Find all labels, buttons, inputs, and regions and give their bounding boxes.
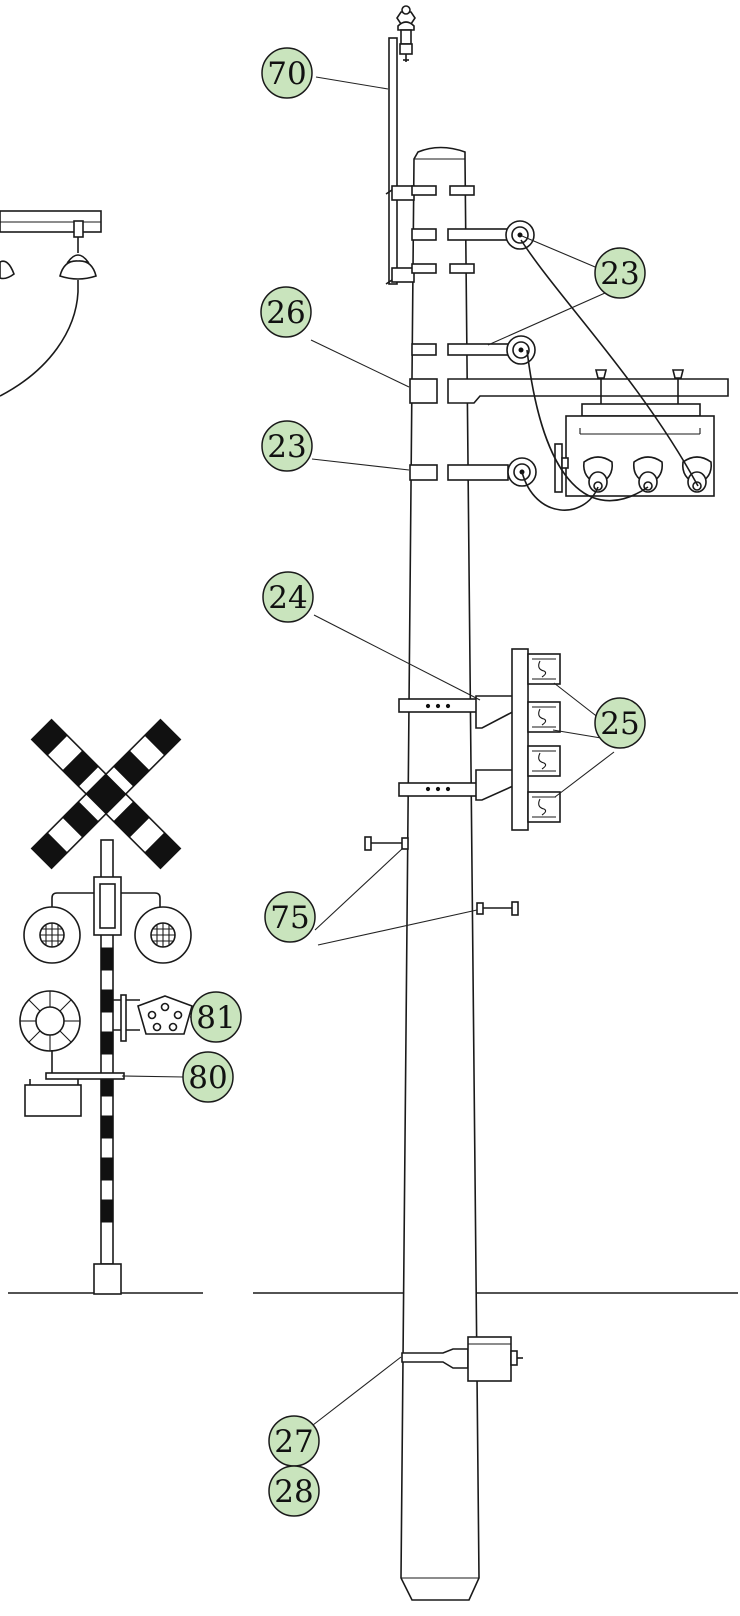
flashing-light-left [23,906,81,964]
callout-circle [261,420,313,472]
insulator-icon [582,456,614,493]
callout-label: 81 [196,1000,235,1036]
callout-label: 28 [274,1474,313,1510]
callout-label: 23 [600,256,639,292]
callout-label: 25 [600,706,639,742]
insulator-bracket-1 [447,220,535,250]
top-insulator [396,5,416,62]
callout-c26: 26 [260,286,312,338]
callout-label: 80 [188,1060,227,1096]
pole-clamps-top [411,185,475,274]
callout-circle [261,47,313,99]
crossarm [409,378,729,404]
callout-label: 26 [266,295,305,331]
callout-c25: 25 [594,697,646,749]
flashing-light-right [134,906,192,964]
callout-c80: 80 [182,1051,234,1103]
ground-equipment [401,1336,523,1382]
insulator-icon [59,254,97,292]
callout-c23a: 23 [594,247,646,299]
callout-label: 23 [267,429,306,465]
callout-label: 70 [267,56,306,92]
callout-circle [260,286,312,338]
callout-circle [182,1051,234,1103]
callout-circle [190,991,242,1043]
crossbuck-sign [30,718,182,870]
step-bolts [364,836,519,916]
transformer-box [554,369,715,497]
callout-c70: 70 [261,47,313,99]
callout-group: 70 23 26 23 24 25 75 81 80 27 28 [182,47,646,1517]
callout-c23b: 23 [261,420,313,472]
callout-label: 75 [270,900,309,936]
callout-circle [594,697,646,749]
callout-c28: 28 [268,1465,320,1517]
terminal-rack [398,648,561,831]
callout-c75: 75 [264,891,316,943]
grounding-bar [385,37,415,285]
alarm-bell [19,990,125,1117]
feed-cables [520,239,699,511]
insulator-icon [0,260,15,280]
callout-c27: 27 [268,1415,320,1467]
insulator-icon [632,456,664,493]
callout-circle [264,891,316,943]
callout-c24: 24 [262,571,314,623]
callout-c81: 81 [190,991,242,1043]
railway-crossing-signal [19,718,193,1295]
utility-pole [400,146,480,1601]
direction-indicator [113,994,193,1042]
catenary-bracket [0,210,102,397]
callout-circle [594,247,646,299]
callout-label: 24 [268,580,307,616]
callout-circle [262,571,314,623]
callout-label: 27 [274,1424,313,1460]
insulator-bracket-3 [409,457,537,487]
callout-circle [268,1465,320,1517]
